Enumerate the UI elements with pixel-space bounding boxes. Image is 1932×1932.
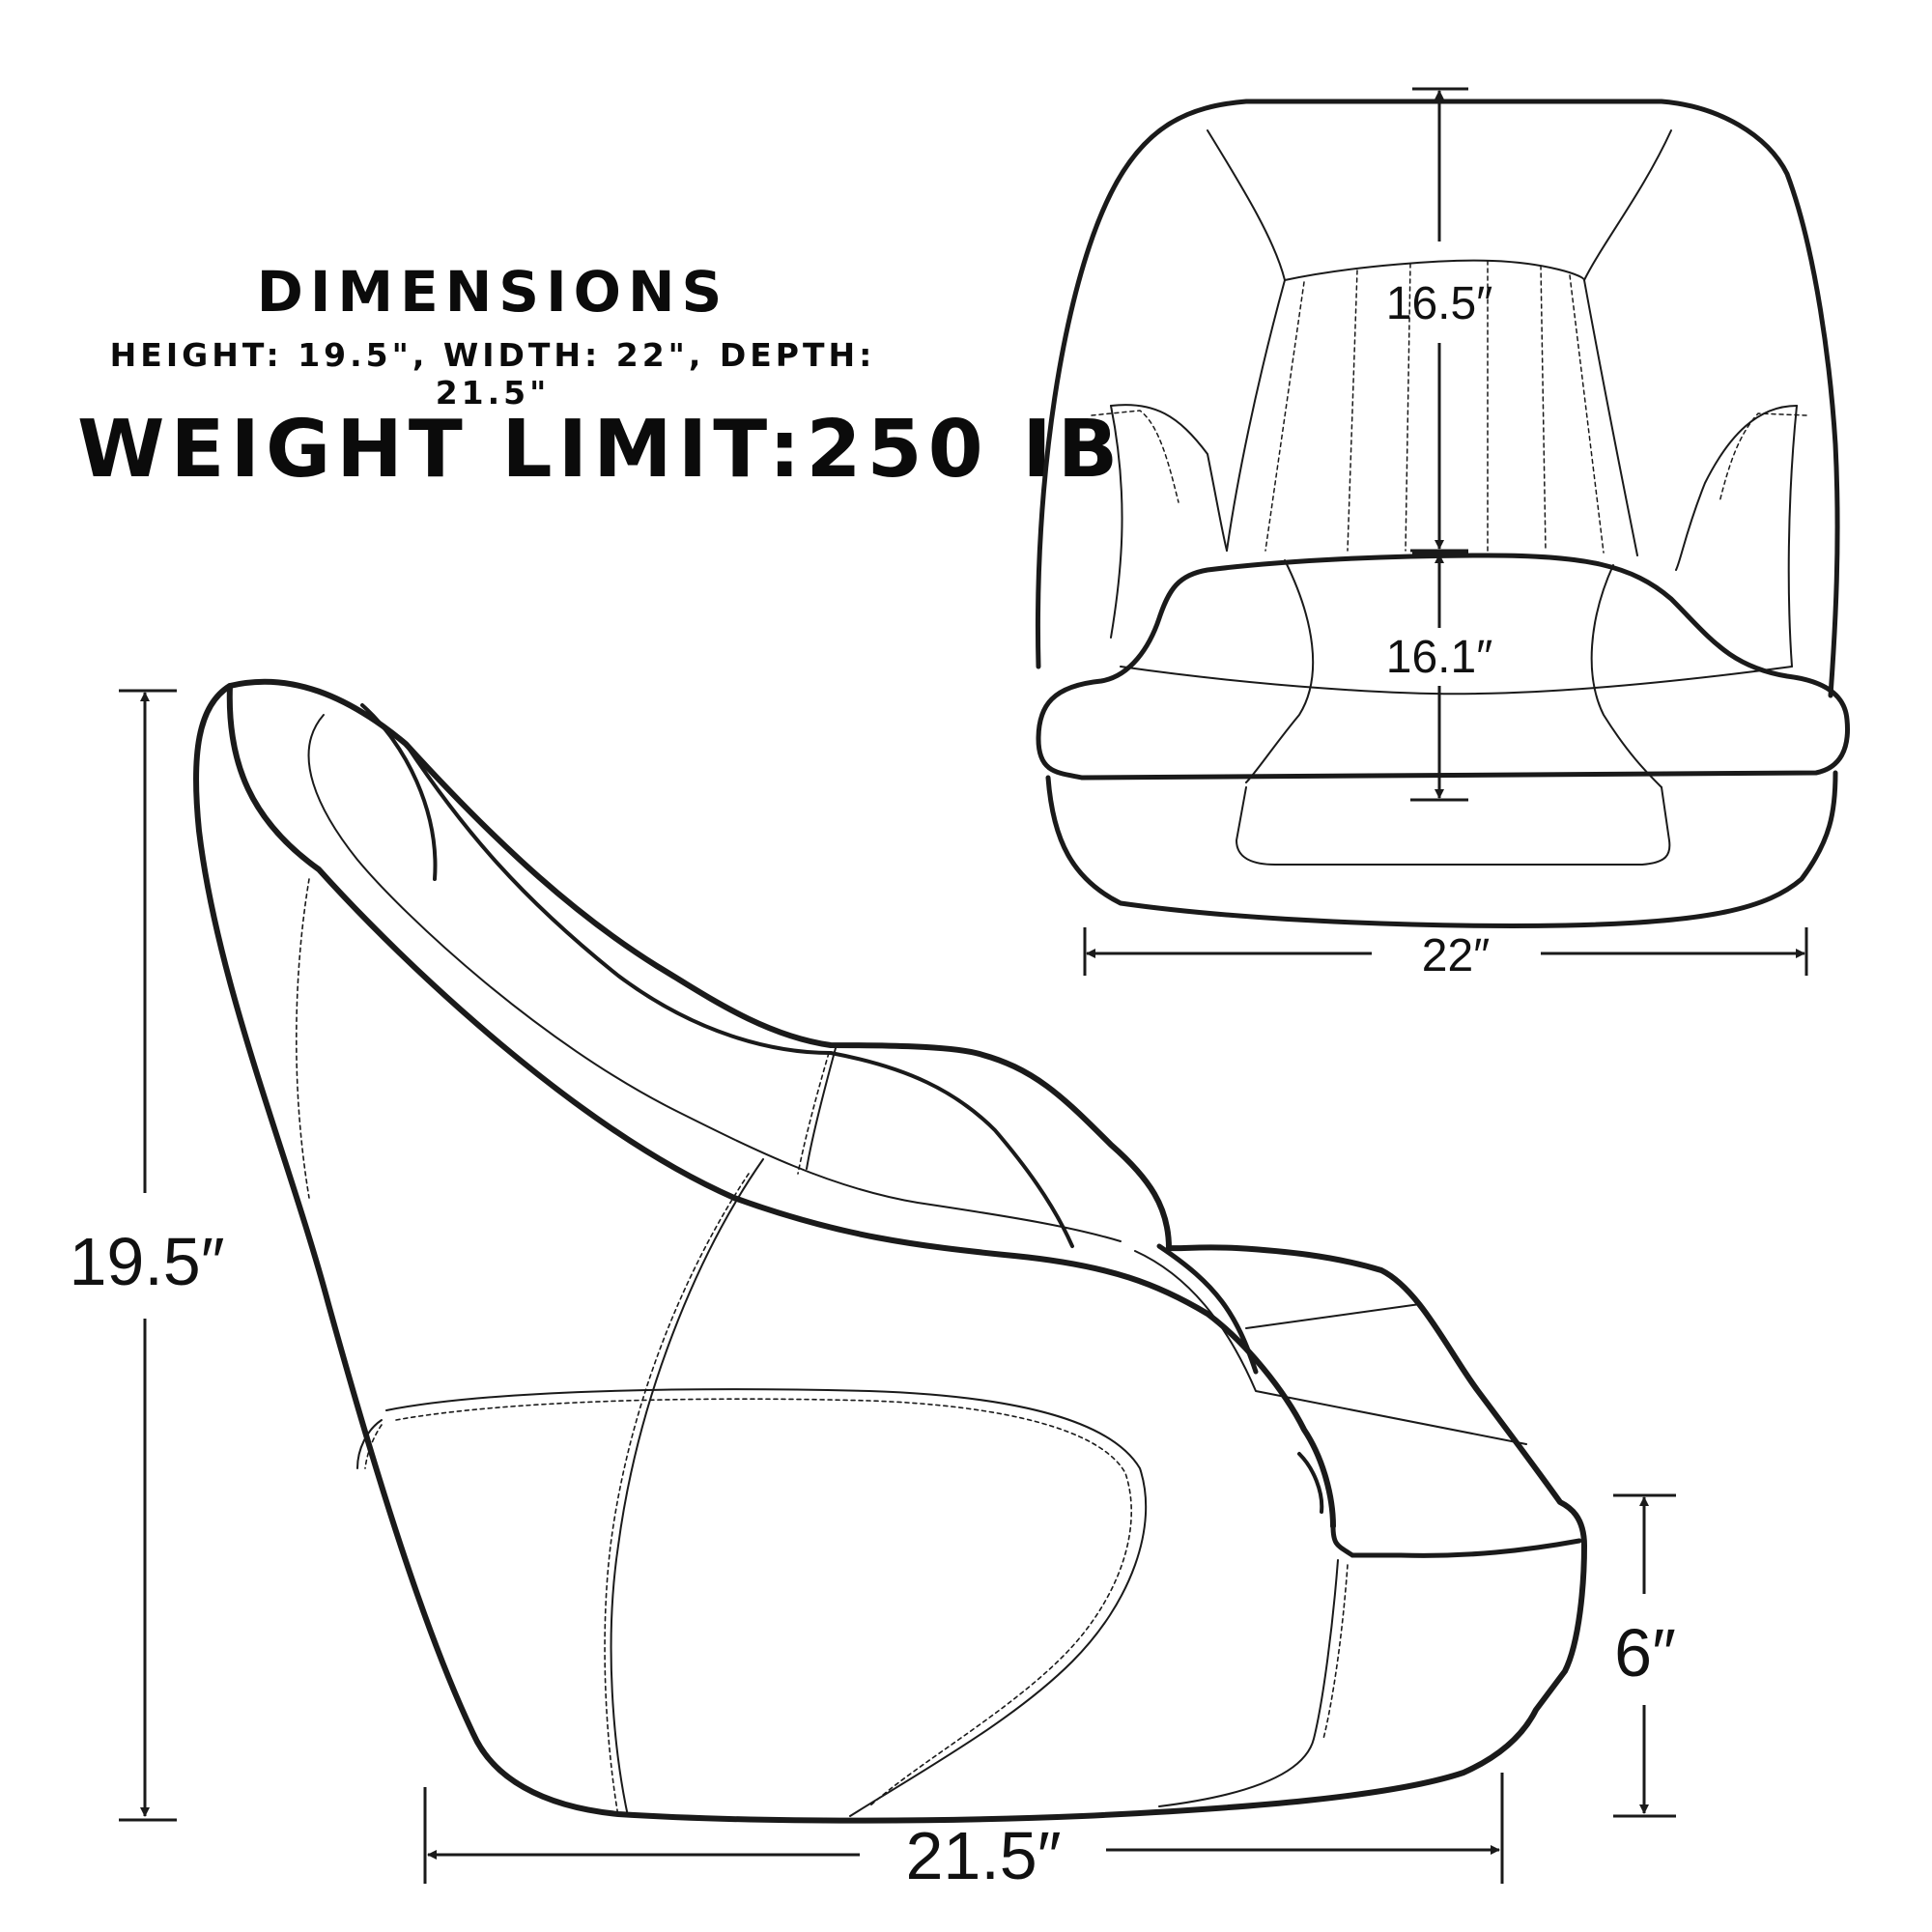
- dimensions-title: DIMENSIONS: [256, 259, 729, 325]
- front-backrest-height-label: 16.5″: [1386, 278, 1492, 329]
- weight-limit: WEIGHT LIMIT:250 IB: [77, 404, 1124, 496]
- side-depth-dimension: [423, 1773, 1504, 1884]
- side-base-height-dimension: [1613, 1493, 1676, 1818]
- front-backrest-outline: [1035, 99, 1840, 698]
- front-width-label: 22″: [1422, 930, 1490, 981]
- front-seat-depth-label: 16.1″: [1386, 632, 1492, 683]
- side-height-label: 19.5″: [69, 1224, 224, 1299]
- front-backrest-height-dimension: [1410, 87, 1468, 553]
- side-base-height-label: 6″: [1614, 1615, 1676, 1690]
- side-seat-outline: [193, 678, 1587, 1824]
- dimensions-summary: HEIGHT: 19.5", WIDTH: 22", DEPTH: 21.5": [109, 336, 876, 412]
- side-view-seat: [193, 678, 1587, 1824]
- side-height-dimension: [119, 689, 177, 1822]
- front-width-dimension: [1083, 927, 1808, 976]
- front-seat-depth-dimension: [1410, 551, 1468, 802]
- side-depth-label: 21.5″: [905, 1818, 1061, 1893]
- front-seat-cushion-outline: [1036, 553, 1851, 781]
- front-view-seat: [1035, 99, 1851, 928]
- front-base-outline: [1045, 770, 1838, 928]
